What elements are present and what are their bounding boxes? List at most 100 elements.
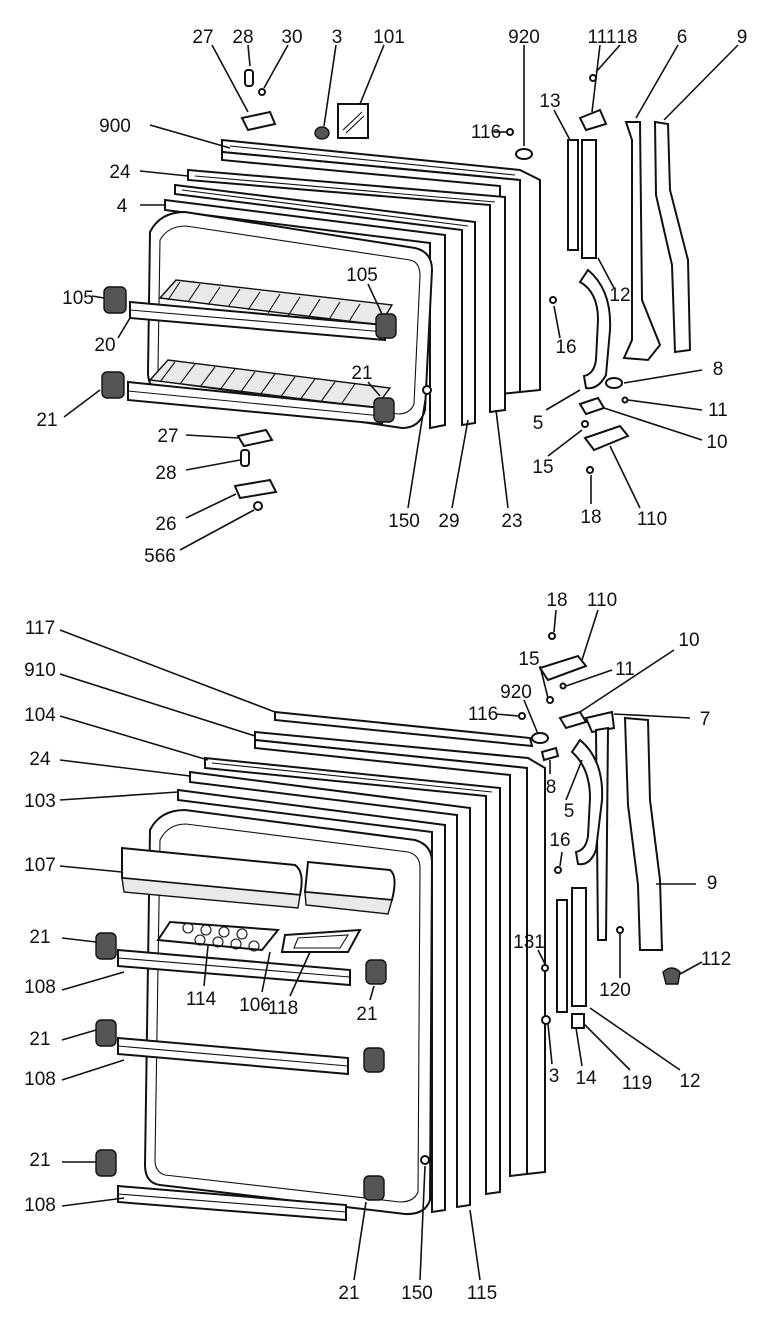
upper-leader-13 (139, 170, 189, 177)
lower-callout-label: 108 (24, 977, 56, 998)
upper-callout-label: 110 (637, 509, 667, 530)
upper-callout-label: 3 (332, 27, 343, 48)
lower-leader-5 (579, 649, 675, 713)
upper-callout-label: 27 (157, 426, 178, 447)
upper-leader-15 (91, 295, 105, 299)
lower-callout-label: 117 (25, 618, 55, 639)
cap-21-b (95, 1019, 117, 1047)
upper-leader-33 (495, 409, 509, 509)
lower-gasket (204, 756, 501, 1196)
lower-callout-label: 15 (518, 649, 539, 670)
egg-cups (182, 922, 260, 952)
lower-leader-10 (613, 713, 691, 719)
upper-callout-label: 101 (373, 27, 405, 48)
lower-callout-label: 118 (268, 998, 298, 1019)
lower-leader-9 (59, 715, 209, 761)
cap-21-e (363, 1047, 385, 1073)
lower-leader-11 (59, 759, 191, 777)
upper-leader-23 (627, 399, 703, 411)
lower-leader-1 (581, 609, 599, 661)
upper-leader-28 (185, 459, 241, 471)
lower-callout-label: 21 (29, 1150, 50, 1171)
upper-breaker-strip (174, 183, 476, 427)
upper-callout-label: 27 (192, 27, 213, 48)
upper-leader-12 (553, 109, 571, 141)
upper-callout-label: 10 (706, 432, 727, 453)
lower-callout-label: 108 (24, 1069, 56, 1090)
upper-gasket (187, 168, 506, 414)
upper-callout-label: 566 (144, 546, 176, 567)
trim-131 (556, 899, 568, 1013)
upper-leader-26 (185, 434, 239, 439)
lower-leader-0 (553, 609, 557, 633)
lower-callout-label: 7 (700, 709, 711, 730)
lower-leader-14 (59, 791, 179, 801)
upper-callout-label: 21 (36, 410, 57, 431)
shelf-cap-105-right (375, 313, 397, 339)
lower-leader-16 (59, 865, 123, 873)
hinge-110-top (583, 424, 630, 452)
upper-callout-label: 29 (438, 511, 459, 532)
hinge-7 (584, 710, 616, 734)
lower-leader-31 (589, 1007, 681, 1071)
lower-callout-label: 18 (546, 590, 567, 611)
shelf-cap-21-left (101, 371, 125, 399)
lower-callout-label: 21 (29, 927, 50, 948)
cap-21-d (365, 959, 387, 985)
upper-leader-0 (211, 44, 249, 113)
shelf-cap-21-right (373, 397, 395, 423)
lower-leader-34 (61, 1197, 125, 1207)
upper-leader-24 (545, 389, 581, 411)
lower-leader-26 (369, 985, 375, 1001)
lower-leader-3 (539, 665, 549, 699)
pin-28-top (244, 69, 254, 87)
lower-leader-8 (495, 713, 519, 717)
hinge-10-top (578, 396, 606, 416)
upper-callout-label: 116 (471, 122, 501, 143)
cap-8-top (605, 377, 623, 389)
upper-leader-31 (407, 394, 427, 509)
lower-callout-label: 120 (599, 980, 631, 1001)
screw-16-lower (554, 866, 562, 874)
lower-outer-face (254, 738, 528, 1178)
lower-callout-label: 115 (467, 1283, 497, 1304)
shelf-cap-105-left (103, 286, 127, 314)
upper-callout-label: 4 (117, 196, 128, 217)
handle-9-lower (623, 716, 664, 951)
cap-21-a (95, 932, 117, 960)
lower-leader-7 (523, 699, 539, 735)
lower-leader-4 (565, 669, 613, 687)
upper-callout-label: 13 (539, 91, 560, 112)
lower-callout-label: 14 (575, 1068, 597, 1089)
plug-3-lower (541, 1015, 551, 1025)
hinge-plate-27-bottom (236, 428, 274, 448)
lower-leader-32 (61, 1059, 125, 1081)
upper-callout-label: 26 (155, 514, 176, 535)
screw-11-lower (559, 682, 567, 690)
upper-callout-label: 11 (708, 400, 728, 421)
lower-breaker-strip (189, 770, 471, 1209)
trim-12-lower (571, 887, 587, 1007)
dairy-door-107-lip (121, 877, 301, 909)
upper-leader-20 (367, 381, 381, 397)
upper-callout-label: 15 (532, 457, 553, 478)
lower-callout-label: 119 (622, 1073, 652, 1094)
upper-callout-label: 6 (677, 27, 688, 48)
lower-callout-label: 110 (587, 590, 617, 611)
upper-door-assembly (101, 69, 692, 511)
upper-callout-label: 105 (346, 265, 378, 286)
trim-12-top (581, 139, 597, 259)
lower-callout-label: 24 (29, 749, 51, 770)
trim-13 (567, 139, 579, 251)
lower-leader-2 (59, 629, 276, 713)
lower-callout-label: 21 (29, 1029, 50, 1050)
upper-leader-16 (367, 283, 383, 315)
lower-callout-label: 103 (24, 791, 56, 812)
upper-leader-34 (185, 493, 237, 519)
screw-18-bottom (586, 466, 594, 474)
pin-28-bottom (240, 449, 250, 467)
screw-15-top (581, 420, 589, 428)
upper-callout-label: 30 (281, 27, 302, 48)
upper-callout-label: 20 (94, 335, 115, 356)
